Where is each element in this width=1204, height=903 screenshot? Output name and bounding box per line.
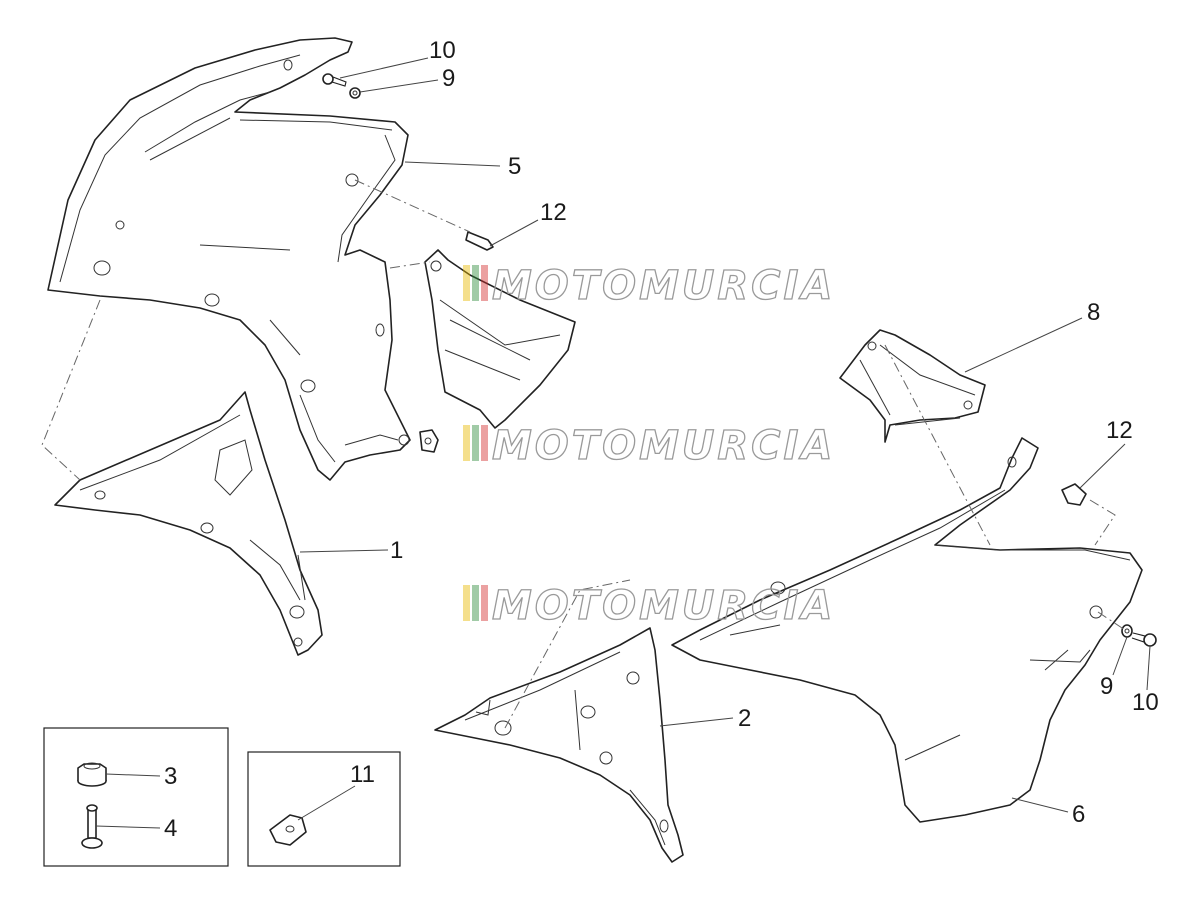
callout-12-top: 12 (540, 199, 567, 226)
assembly-lines (41, 179, 1126, 729)
part-6-right-fairing (671, 437, 1143, 823)
screw-10-top (322, 73, 347, 87)
callout-5: 5 (508, 153, 521, 180)
spacer-12-right (1061, 483, 1087, 506)
watermark-text: MOTOMURCIA (492, 583, 835, 629)
part-1-lower-left-panel (54, 391, 323, 656)
callout-10-top: 10 (429, 37, 456, 64)
callout-3: 3 (164, 763, 177, 790)
watermark-text: MOTOMURCIA (492, 263, 835, 309)
watermark-middle: MOTOMURCIA (463, 422, 835, 470)
washer-9-right (1121, 624, 1133, 638)
spacer-12-top (465, 231, 494, 251)
callout-4: 4 (164, 815, 177, 842)
watermark-stripe-3 (481, 585, 488, 621)
watermark-text: MOTOMURCIA (492, 423, 835, 469)
part-5-upper-left-fairing (47, 37, 411, 481)
part-2-lower-right-panel (434, 627, 684, 863)
pin-4 (81, 804, 103, 849)
rubber-grommet-3 (77, 762, 107, 787)
air-duct-bracket-left (424, 249, 576, 429)
watermark-top: MOTOMURCIA (463, 262, 835, 310)
clip-11-near-duct (419, 429, 439, 453)
callout-12-right: 12 (1106, 417, 1133, 444)
watermark-stripe-3 (481, 265, 488, 301)
watermark-stripe-2 (472, 425, 479, 461)
callout-1: 1 (390, 537, 403, 564)
part-8-air-duct-bracket-right (839, 329, 986, 443)
watermark-stripe-1 (463, 425, 470, 461)
callout-10-right: 10 (1132, 689, 1159, 716)
callout-9-top: 9 (442, 65, 455, 92)
callout-11: 11 (350, 761, 375, 788)
callout-labels: 10 9 5 12 1 8 12 2 9 10 6 3 4 11 (164, 37, 1159, 842)
callout-6: 6 (1072, 801, 1085, 828)
watermark-stripe-3 (481, 425, 488, 461)
washer-9-top (349, 87, 361, 99)
watermark-stripe-1 (463, 585, 470, 621)
watermark-bottom: MOTOMURCIA (463, 582, 835, 630)
watermark-stripe-2 (472, 265, 479, 301)
inset-box-11 (247, 751, 401, 867)
watermark-stripe-2 (472, 585, 479, 621)
inset-box-3-4 (43, 727, 229, 867)
screw-10-right (1131, 632, 1157, 647)
callout-8: 8 (1087, 299, 1100, 326)
callout-2: 2 (738, 705, 751, 732)
watermark-stripe-1 (463, 265, 470, 301)
leader-lines (95, 57, 1151, 829)
speed-nut-11 (269, 814, 307, 846)
callout-9-right: 9 (1100, 673, 1113, 700)
